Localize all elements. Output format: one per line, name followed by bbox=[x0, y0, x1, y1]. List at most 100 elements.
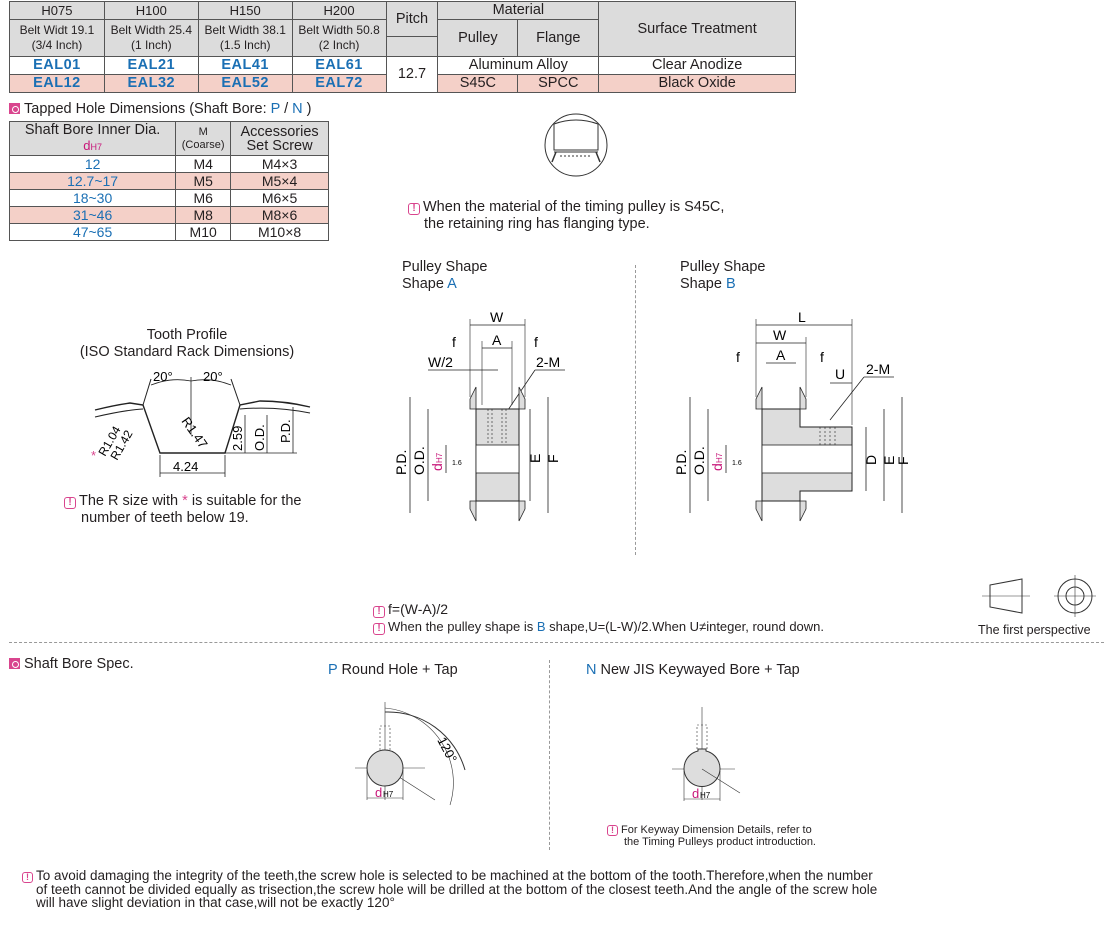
screw-cell: M10×8 bbox=[230, 223, 329, 241]
caution-icon: ! bbox=[373, 623, 385, 635]
caution-icon: ! bbox=[408, 203, 420, 215]
bore-d-sub-label: H7 bbox=[383, 790, 394, 799]
dim-w2-label: W/2 bbox=[428, 354, 453, 370]
height-259-label: 2.59 bbox=[230, 426, 245, 451]
angle-right-label: 20° bbox=[203, 369, 223, 384]
part-eal32: EAL32 bbox=[103, 74, 199, 93]
part-eal12: EAL12 bbox=[9, 74, 105, 93]
flange-spcc: SPCC bbox=[517, 74, 600, 93]
table-row: 18~30 M6 M6×5 bbox=[8, 189, 329, 207]
col-bore-header: Shaft Bore Inner Dia. dH7 bbox=[8, 121, 177, 156]
screw-cell: M5×4 bbox=[230, 172, 329, 190]
star-mark: * bbox=[91, 448, 96, 463]
m-cell: M4 bbox=[175, 155, 232, 173]
screw-cell: M6×5 bbox=[230, 189, 329, 207]
keyway-d-label: d bbox=[692, 786, 699, 801]
section-bullet-icon bbox=[9, 103, 20, 114]
dim-2m-label: 2-M bbox=[866, 361, 890, 377]
round-hole-title: P Round Hole + Tap bbox=[328, 662, 458, 678]
keyway-d-sub-label: H7 bbox=[700, 791, 711, 800]
dim-w-label: W bbox=[490, 309, 504, 325]
bore-cell: 12.7~17 bbox=[8, 172, 177, 190]
dim-e-label: E bbox=[881, 456, 897, 465]
surface-black-oxide: Black Oxide bbox=[598, 74, 796, 93]
dim-2m-label: 2-M bbox=[536, 354, 560, 370]
tooth-profile-title: Tooth Profile (ISO Standard Rack Dimensi… bbox=[79, 327, 295, 360]
angle-left-label: 20° bbox=[153, 369, 173, 384]
header-pitch-cont bbox=[385, 36, 439, 57]
caution-icon: ! bbox=[64, 497, 76, 509]
dim-f-left-label: f bbox=[736, 349, 740, 365]
dim-a-label: A bbox=[776, 347, 786, 363]
tooth-profile-diagram: 20° 20° R1.47 R1.04 R1.42 * 4.24 2.59 O.… bbox=[91, 369, 311, 477]
header-pulley: Pulley bbox=[437, 19, 519, 57]
dim-pd-label: P.D. bbox=[393, 450, 409, 475]
part-eal41: EAL41 bbox=[197, 56, 293, 75]
table-row: 31~46 M8 M8×6 bbox=[8, 206, 329, 224]
width-424-label: 4.24 bbox=[173, 459, 198, 474]
angle-120-label: 120° bbox=[434, 734, 460, 765]
first-perspective-label: The first perspective bbox=[978, 623, 1091, 637]
roughness-label: 1.6 bbox=[732, 460, 742, 467]
header-h200: H200 bbox=[291, 1, 387, 20]
r-size-note: !The R size with * is suitable for the n… bbox=[64, 493, 301, 527]
tapped-hole-title: Tapped Hole Dimensions (Shaft Bore: P / … bbox=[9, 101, 312, 118]
shape-b-title: Pulley Shape Shape B bbox=[680, 259, 766, 292]
header-surface-treatment: Surface Treatment bbox=[598, 1, 796, 57]
header-h075: H075 bbox=[9, 1, 105, 20]
dim-pd-label: P.D. bbox=[673, 450, 689, 475]
part-eal21: EAL21 bbox=[103, 56, 199, 75]
header-flange: Flange bbox=[517, 19, 600, 57]
header-material: Material bbox=[437, 1, 600, 20]
pitch-value: 12.7 bbox=[385, 56, 439, 93]
bottom-note: !To avoid damaging the integrity of the … bbox=[22, 869, 1107, 909]
caution-icon: ! bbox=[373, 606, 385, 618]
part-eal72: EAL72 bbox=[291, 74, 387, 93]
header-width-25: Belt Width 25.4(1 Inch) bbox=[103, 19, 199, 57]
keyway-bore-title: N New JIS Keywayed Bore + Tap bbox=[586, 662, 800, 678]
caution-icon: ! bbox=[607, 825, 618, 836]
table-row: 12 M4 M4×3 bbox=[8, 155, 329, 173]
shape-divider bbox=[635, 265, 636, 555]
m-cell: M5 bbox=[175, 172, 232, 190]
dim-d-sub-label: H7 bbox=[435, 452, 444, 463]
dim-f-label: F bbox=[895, 456, 910, 465]
dim-f-right-label: f bbox=[534, 334, 538, 350]
header-pitch: Pitch bbox=[385, 1, 439, 37]
keyway-note: !For Keyway Dimension Details, refer to … bbox=[607, 824, 816, 848]
dim-f-right-label: f bbox=[820, 349, 824, 365]
bore-cell: 47~65 bbox=[8, 223, 177, 241]
dim-d-label: d bbox=[709, 463, 725, 471]
bore-cell: 12 bbox=[8, 155, 177, 173]
dim-od-label: O.D. bbox=[691, 446, 707, 475]
m-cell: M10 bbox=[175, 223, 232, 241]
bore-cell: 18~30 bbox=[8, 189, 177, 207]
part-eal01: EAL01 bbox=[9, 56, 105, 75]
dim-d-label: d bbox=[429, 463, 445, 471]
round-hole-diagram: 120° d H7 bbox=[355, 702, 466, 806]
shape-b-diagram: L W A f f U 2-M P.D. O.D. d H7 1.6 D E F bbox=[673, 309, 910, 522]
pd-label: P.D. bbox=[278, 419, 293, 443]
table-row: 12.7~17 M5 M5×4 bbox=[8, 172, 329, 190]
shape-a-diagram: W A f f W/2 2-M P.D. O.D. d H7 1.6 E F bbox=[393, 309, 565, 522]
dim-w-label: W bbox=[773, 327, 787, 343]
part-eal61: EAL61 bbox=[291, 56, 387, 75]
surface-clear-anodize: Clear Anodize bbox=[598, 56, 796, 75]
m-cell: M8 bbox=[175, 206, 232, 224]
bore-d-label: d bbox=[375, 785, 382, 800]
bore-cell: 31~46 bbox=[8, 206, 177, 224]
dim-u-label: U bbox=[835, 366, 845, 382]
pulley-s45c: S45C bbox=[437, 74, 519, 93]
col-m-header: M(Coarse) bbox=[175, 121, 232, 156]
caution-icon: ! bbox=[22, 872, 33, 883]
formula-notes: !f=(W-A)/2 !When the pulley shape is B s… bbox=[373, 601, 824, 635]
screw-cell: M8×6 bbox=[230, 206, 329, 224]
dim-f-label: F bbox=[545, 454, 561, 463]
bore-divider bbox=[549, 660, 550, 850]
m-cell: M6 bbox=[175, 189, 232, 207]
dim-od-label: O.D. bbox=[411, 446, 427, 475]
shaft-bore-title: Shaft Bore Spec. bbox=[9, 656, 134, 673]
r147-label: R1.47 bbox=[179, 414, 211, 451]
shape-a-title: Pulley Shape Shape A bbox=[402, 259, 488, 292]
